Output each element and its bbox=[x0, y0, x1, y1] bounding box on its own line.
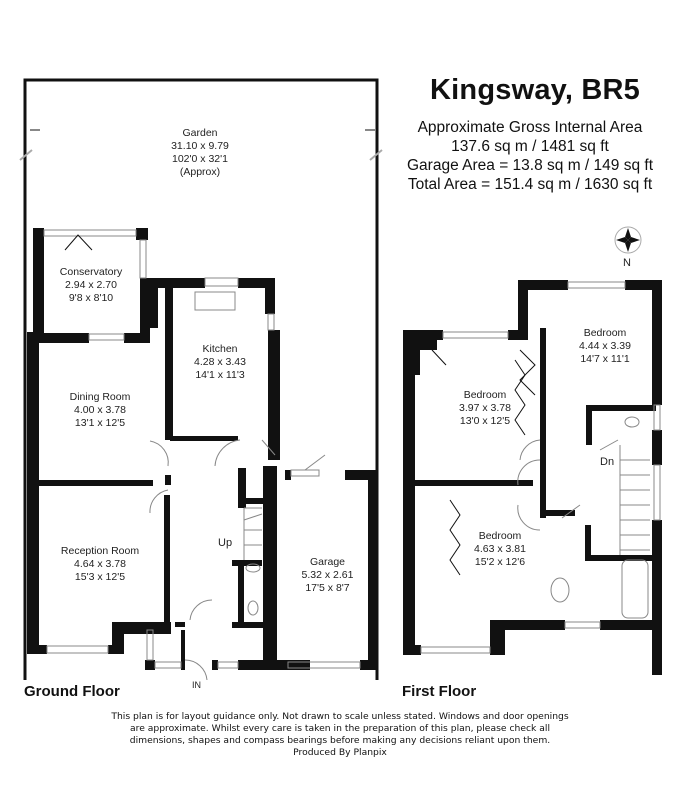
first-floor-walls bbox=[403, 280, 662, 675]
room-conservatory: Conservatory 2.94 x 2.70 9'8 x 8'10 bbox=[59, 266, 123, 304]
room-dining-room: Dining Room 4.00 x 3.78 13'1 x 12'5 bbox=[69, 391, 131, 429]
garden-boundary bbox=[23, 78, 379, 680]
room-garden: Garden 31.10 x 9.79 102'0 x 32'1 (Approx… bbox=[171, 127, 229, 178]
disclaimer: This plan is for layout guidance only. N… bbox=[80, 711, 600, 759]
total-area: Total Area = 151.4 sq m / 1630 sq ft bbox=[407, 176, 653, 193]
compass-icon bbox=[614, 226, 642, 254]
garage-area: Garage Area = 13.8 sq m / 149 sq ft bbox=[407, 157, 653, 174]
room-bedroom-3: Bedroom 4.63 x 3.81 15'2 x 12'6 bbox=[474, 530, 526, 568]
property-title: Kingsway, BR5 bbox=[430, 74, 640, 106]
room-bedroom-2: Bedroom 3.97 x 3.78 13'0 x 12'5 bbox=[459, 389, 511, 427]
room-garage: Garage 5.32 x 2.61 17'5 x 8'7 bbox=[301, 556, 354, 594]
stairs-up-label: Up bbox=[218, 537, 233, 549]
ground-floor-walls bbox=[27, 228, 378, 670]
area-heading: Approximate Gross Internal Area bbox=[417, 119, 643, 136]
ground-floor-fixtures bbox=[43, 229, 361, 681]
room-reception-room: Reception Room 4.64 x 3.78 15'3 x 12'5 bbox=[60, 545, 140, 583]
compass-north-label: N bbox=[623, 257, 631, 269]
first-floor-fixtures bbox=[420, 281, 661, 654]
area-summary: Approximate Gross Internal Area 137.6 sq… bbox=[380, 118, 678, 194]
first-floor-title: First Floor bbox=[402, 683, 477, 700]
room-kitchen: Kitchen 4.28 x 3.43 14'1 x 11'3 bbox=[194, 343, 246, 381]
ground-floor-title: Ground Floor bbox=[24, 683, 120, 700]
room-bedroom-1: Bedroom 4.44 x 3.39 14'7 x 11'1 bbox=[579, 327, 631, 365]
internal-area: 137.6 sq m / 1481 sq ft bbox=[451, 138, 609, 155]
producer-credit: Produced By Planpix bbox=[293, 747, 387, 758]
stairs-down-label: Dn bbox=[600, 456, 615, 468]
entrance-label: IN bbox=[192, 680, 201, 690]
